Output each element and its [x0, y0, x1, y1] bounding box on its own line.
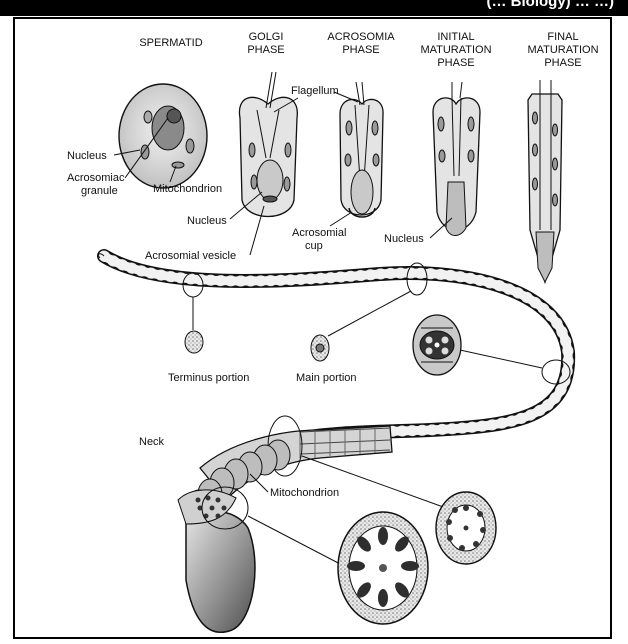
- initial-maturation-cell: [433, 82, 480, 236]
- phase-header-golgi-1: GOLGI: [249, 31, 284, 43]
- label-acrosomiac-2: granule: [81, 185, 118, 197]
- label-nucleus-golgi: Nucleus: [187, 215, 227, 227]
- label-nucleus-initial: Nucleus: [384, 233, 424, 245]
- label-acrosomal-vesicle: Acrosomial vesicle: [145, 250, 236, 262]
- label-terminus-portion: Terminus portion: [168, 372, 249, 384]
- acrosomia-phase-cell: [340, 82, 383, 217]
- label-nucleus-spermatid: Nucleus: [67, 150, 107, 162]
- phase-header-initial-3: PHASE: [437, 57, 474, 69]
- phase-header-initial-1: INITIAL: [437, 31, 474, 43]
- principal-cross-section: [413, 315, 461, 375]
- phase-header-final-2: MATURATION: [527, 44, 598, 56]
- phase-header-acrosomia-1: ACROSOMIA: [327, 31, 395, 43]
- phase-header-initial-2: MATURATION: [420, 44, 491, 56]
- sperm-head: [178, 490, 255, 632]
- golgi-phase-cell: [239, 72, 297, 217]
- phase-header-golgi-2: PHASE: [247, 44, 284, 56]
- label-acrosomiac-1: Acrosomiac: [67, 172, 125, 184]
- label-neck: Neck: [139, 436, 165, 448]
- phase-header-final-3: PHASE: [544, 57, 581, 69]
- sperm-tail: [98, 254, 568, 440]
- terminus-cross-section: [185, 331, 203, 353]
- label-mitochondrion-bottom: Mitochondrion: [270, 487, 339, 499]
- label-acrosomial-cup-1: Acrosomial: [292, 227, 346, 239]
- final-maturation-cell: [528, 80, 562, 282]
- phase-header-acrosomia-2: PHASE: [342, 44, 379, 56]
- label-mitochondrion-top: Mitochondrion: [153, 183, 222, 195]
- phase-header-final-1: FINAL: [547, 31, 578, 43]
- label-acrosomial-cup-2: cup: [305, 240, 323, 252]
- spermatid-cell: [119, 84, 207, 188]
- phase-header-spermatid: SPERMATID: [139, 37, 202, 49]
- neck-cross-section: [338, 512, 428, 624]
- midpiece-cross-section: [436, 492, 496, 564]
- label-main-portion: Main portion: [296, 372, 357, 384]
- label-flagellum: Flagellum: [291, 85, 339, 97]
